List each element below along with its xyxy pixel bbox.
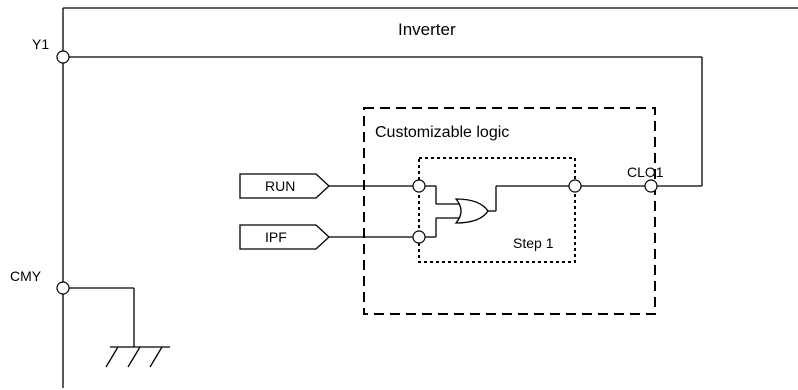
cmy-terminal-icon [56, 281, 70, 295]
step-1-label: Step 1 [513, 235, 554, 251]
y1-label: Y1 [32, 36, 49, 52]
clo1-label: CLO1 [627, 164, 664, 180]
cmy-label: CMY [10, 268, 42, 284]
inverter-frame [62, 7, 798, 388]
step-output-terminal-icon [568, 179, 582, 193]
clo1-terminal-icon [644, 179, 658, 193]
ground-icon [105, 346, 170, 368]
ipf-input-label: IPF [265, 229, 287, 245]
customizable-logic-label: Customizable logic [375, 124, 509, 141]
step-1-block [418, 157, 576, 263]
customizable-logic-block [363, 107, 656, 315]
run-input-tag [239, 173, 330, 199]
or-gate-icon [454, 198, 489, 224]
gate-output-wire [488, 185, 645, 212]
run-input-label: RUN [265, 178, 295, 194]
y1-terminal-icon [56, 50, 70, 64]
inverter-label: Inverter [398, 20, 456, 39]
cmy-wire [69, 287, 135, 347]
ipf-input-tag [239, 224, 330, 250]
gate-input-wires [425, 185, 460, 238]
y1-wire [69, 56, 703, 187]
step-input-terminal-icon [412, 179, 426, 193]
step-input-terminal-icon [412, 230, 426, 244]
